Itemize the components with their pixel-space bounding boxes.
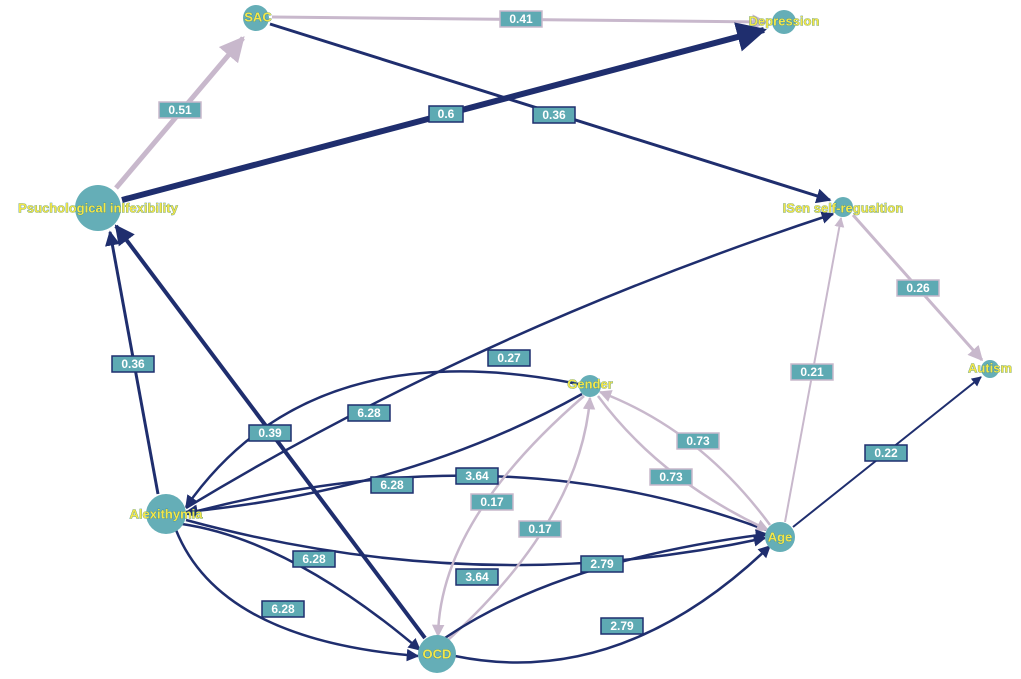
node-label-gender: Gender xyxy=(567,376,613,391)
edge-label-ocd-gender: 0.17 xyxy=(518,520,562,538)
edge-alex-age xyxy=(185,518,767,567)
node-label-ocd: OCD xyxy=(423,646,452,661)
node-psych xyxy=(75,185,121,231)
edge-label-gender-alex-a: 6.28 xyxy=(347,404,391,422)
edge-labels-layer: 0.41 0.51 0.6 0.36 0.26 0.21 0.22 0.36 0.39 0.27 6… xyxy=(111,10,940,635)
edge-label-box xyxy=(261,600,305,618)
edge-label-value: 0.17 xyxy=(480,495,504,509)
edge-label-age-isen: 0.21 xyxy=(790,363,834,381)
edge-label-age-autism: 0.22 xyxy=(864,444,908,462)
edge-gender-ocd xyxy=(431,395,585,638)
node-age xyxy=(765,522,795,552)
edge-label-box xyxy=(864,444,908,462)
edge-label-value: 3.64 xyxy=(465,469,489,483)
edge-label-value: 0.26 xyxy=(906,281,930,295)
node-isen xyxy=(833,197,853,217)
edge-label-box xyxy=(347,404,391,422)
edge-label-value: 6.28 xyxy=(357,406,381,420)
edge-label-box xyxy=(499,10,543,28)
edge-label-value: 0.39 xyxy=(258,426,282,440)
edge-gender-alex-a xyxy=(184,370,579,509)
edge-label-box xyxy=(111,355,155,373)
node-autism xyxy=(981,360,999,378)
edge-alex-ocd-b xyxy=(174,529,420,662)
edge-label-value: 2.79 xyxy=(610,619,634,633)
edge-label-psych-sac: 0.51 xyxy=(158,101,202,119)
edge-label-value: 0.73 xyxy=(659,470,683,484)
edge-label-value: 0.22 xyxy=(874,446,898,460)
node-label-alex: Alexithymia xyxy=(130,506,204,521)
edge-label-box xyxy=(455,467,499,485)
node-label-age: Age xyxy=(768,529,793,544)
edge-label-value: 0.27 xyxy=(497,351,521,365)
edge-ocd-age-b xyxy=(454,545,771,664)
node-gender xyxy=(579,375,601,397)
edge-label-gender-alex-b: 6.28 xyxy=(370,476,414,494)
edge-label-psych-dep: 0.6 xyxy=(428,105,464,123)
edge-label-alex-ocd-a: 6.28 xyxy=(292,550,336,568)
edge-label-gender-ocd: 0.17 xyxy=(470,493,514,511)
edge-label-box xyxy=(580,555,624,573)
edge-label-box xyxy=(455,568,499,586)
edge-label-age-gender: 0.73 xyxy=(676,432,720,450)
edge-label-value: 6.28 xyxy=(302,552,326,566)
edge-label-box xyxy=(248,424,292,442)
node-label-psych: Psuchological inlfexibility xyxy=(18,200,178,215)
node-label-depression: Depression xyxy=(749,13,820,28)
node-depression xyxy=(772,10,796,34)
node-sac xyxy=(243,5,269,31)
edge-label-box xyxy=(649,468,693,486)
edge-label-ocd-age-b: 2.79 xyxy=(600,617,644,635)
edge-label-value: 2.79 xyxy=(590,557,614,571)
edge-label-age-alex: 3.64 xyxy=(455,467,499,485)
edge-label-box xyxy=(370,476,414,494)
edge-label-value: 0.17 xyxy=(528,522,552,536)
edge-ocd-age-a xyxy=(444,529,769,640)
edge-label-box xyxy=(518,520,562,538)
edge-label-sac-isen: 0.36 xyxy=(532,106,576,124)
edge-gender-age-a xyxy=(596,395,770,532)
edge-gender-alex-b xyxy=(184,392,583,518)
edge-label-value: 3.64 xyxy=(465,570,489,584)
edge-label-value: 0.51 xyxy=(168,103,192,117)
edge-label-box xyxy=(790,363,834,381)
node-label-sac: SAC xyxy=(244,9,272,24)
node-label-autism: Autism xyxy=(968,360,1012,375)
edge-label-box xyxy=(428,105,464,123)
edge-label-value: 6.28 xyxy=(380,478,404,492)
node-label-isen: ISen self-regualtion xyxy=(783,200,904,215)
node-ocd xyxy=(418,635,456,673)
edge-label-gender-age-a: 0.73 xyxy=(649,468,693,486)
edge-label-value: 0.36 xyxy=(542,108,566,122)
edge-label-value: 0.36 xyxy=(121,357,145,371)
edge-label-value: 0.6 xyxy=(438,107,455,121)
edge-label-isen-autism: 0.26 xyxy=(896,279,940,297)
edge-label-alex-ocd-b: 6.28 xyxy=(261,600,305,618)
edge-label-box xyxy=(470,493,514,511)
edge-label-alex-age: 3.64 xyxy=(455,568,499,586)
edge-label-box xyxy=(487,349,531,367)
edge-label-alex-psych: 0.36 xyxy=(111,355,155,373)
edge-label-alex-isen: 0.27 xyxy=(487,349,531,367)
edge-label-box xyxy=(600,617,644,635)
edge-label-box xyxy=(532,106,576,124)
edge-label-sac-dep: 0.41 xyxy=(499,10,543,28)
edge-label-value: 0.21 xyxy=(800,365,824,379)
edge-label-value: 0.41 xyxy=(509,12,533,26)
edge-label-ocd-age-a: 2.79 xyxy=(580,555,624,573)
nodes-layer xyxy=(75,5,999,673)
edge-alex-isen xyxy=(185,211,835,510)
edge-label-value: 0.73 xyxy=(686,434,710,448)
edge-label-box xyxy=(158,101,202,119)
edge-label-box xyxy=(896,279,940,297)
node-alex xyxy=(146,494,186,534)
edge-label-box xyxy=(676,432,720,450)
edge-label-value: 6.28 xyxy=(271,602,295,616)
edge-label-ocd-psych: 0.39 xyxy=(248,424,292,442)
edge-label-box xyxy=(292,550,336,568)
edge-ocd-gender xyxy=(447,396,596,641)
